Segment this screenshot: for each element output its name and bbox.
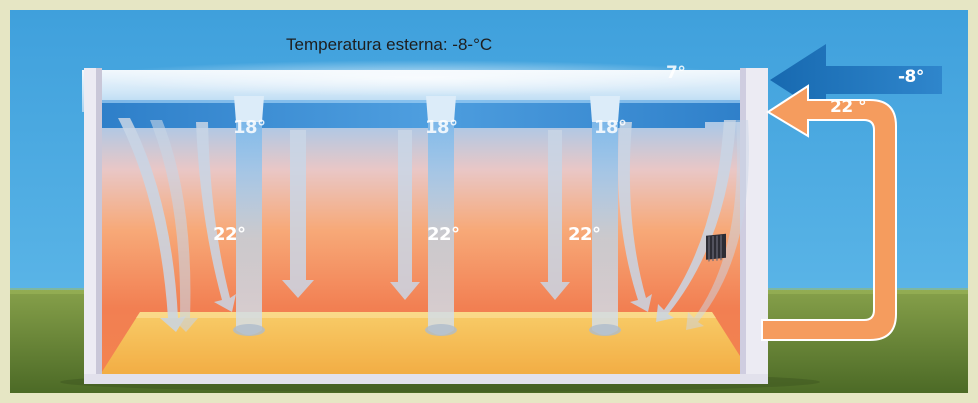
ceiling-temperature-center: 18°: [425, 117, 458, 138]
room-temperature-left: 22°: [213, 224, 246, 245]
heat-recovery-arrow: [761, 84, 897, 341]
supply-column-right: [590, 96, 620, 335]
outside-air-temperature-label: -8°: [898, 67, 924, 87]
supply-column-left: [234, 96, 264, 335]
outside-temperature-caption: Temperatura esterna: -8-°C: [286, 35, 493, 54]
ceiling-temperature-left: 18°: [233, 117, 266, 138]
room-temperature-right: 22°: [568, 224, 601, 245]
supply-column-center: [426, 96, 456, 335]
ceiling-temperature-right: 18°: [594, 117, 627, 138]
recovered-air-temperature-label: 22 °: [830, 97, 867, 117]
base-slab: [84, 374, 768, 384]
cold-air-arrow: [770, 44, 942, 116]
room-temperature-center: 22°: [427, 224, 460, 245]
airflow-arrows: [118, 118, 749, 332]
roof-temperature-label: 7°: [666, 63, 686, 83]
floor: [100, 312, 752, 375]
exhaust-grille: [706, 233, 726, 262]
